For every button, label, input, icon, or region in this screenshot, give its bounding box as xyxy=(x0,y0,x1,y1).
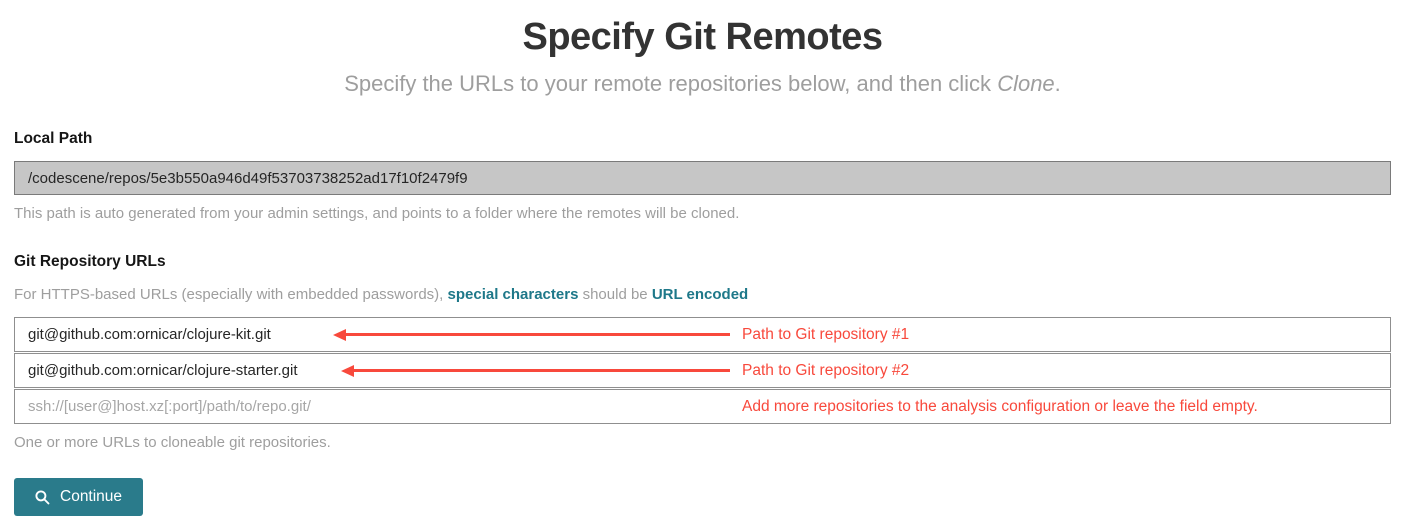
local-path-label: Local Path xyxy=(14,130,93,147)
continue-button-label: Continue xyxy=(60,488,123,505)
git-repository-urls-label: Git Repository URLs xyxy=(14,253,166,270)
search-icon xyxy=(35,489,50,505)
git-url-row-2: Path to Git repository #2 xyxy=(14,353,1391,388)
special-characters-link[interactable]: special characters xyxy=(447,286,579,303)
continue-button[interactable]: Continue xyxy=(14,478,144,516)
git-url-input-3[interactable] xyxy=(14,389,1391,424)
subtitle-clone-emphasis: Clone xyxy=(997,71,1055,96)
page-subtitle: Specify the URLs to your remote reposito… xyxy=(14,71,1391,97)
page-title: Specify Git Remotes xyxy=(522,16,883,58)
https-urls-note: For HTTPS-based URLs (especially with em… xyxy=(14,286,1391,303)
git-url-row-3: Add more repositories to the analysis co… xyxy=(14,389,1391,424)
subtitle-period: . xyxy=(1054,71,1061,96)
url-encoded-link[interactable]: URL encoded xyxy=(651,286,749,303)
git-url-row-1: Path to Git repository #1 xyxy=(14,317,1391,352)
subtitle-text: Specify the URLs to your remote reposito… xyxy=(344,71,998,96)
note-text-2: should be xyxy=(578,286,652,303)
git-url-input-2[interactable] xyxy=(14,353,1391,388)
git-url-input-1[interactable] xyxy=(14,317,1391,352)
note-text-1: For HTTPS-based URLs (especially with em… xyxy=(14,286,448,303)
local-path-help: This path is auto generated from your ad… xyxy=(14,205,740,222)
git-url-input-group: Path to Git repository #1 Path to Git re… xyxy=(14,317,1391,424)
local-path-input[interactable] xyxy=(14,161,1391,195)
git-urls-help: One or more URLs to cloneable git reposi… xyxy=(14,434,331,451)
